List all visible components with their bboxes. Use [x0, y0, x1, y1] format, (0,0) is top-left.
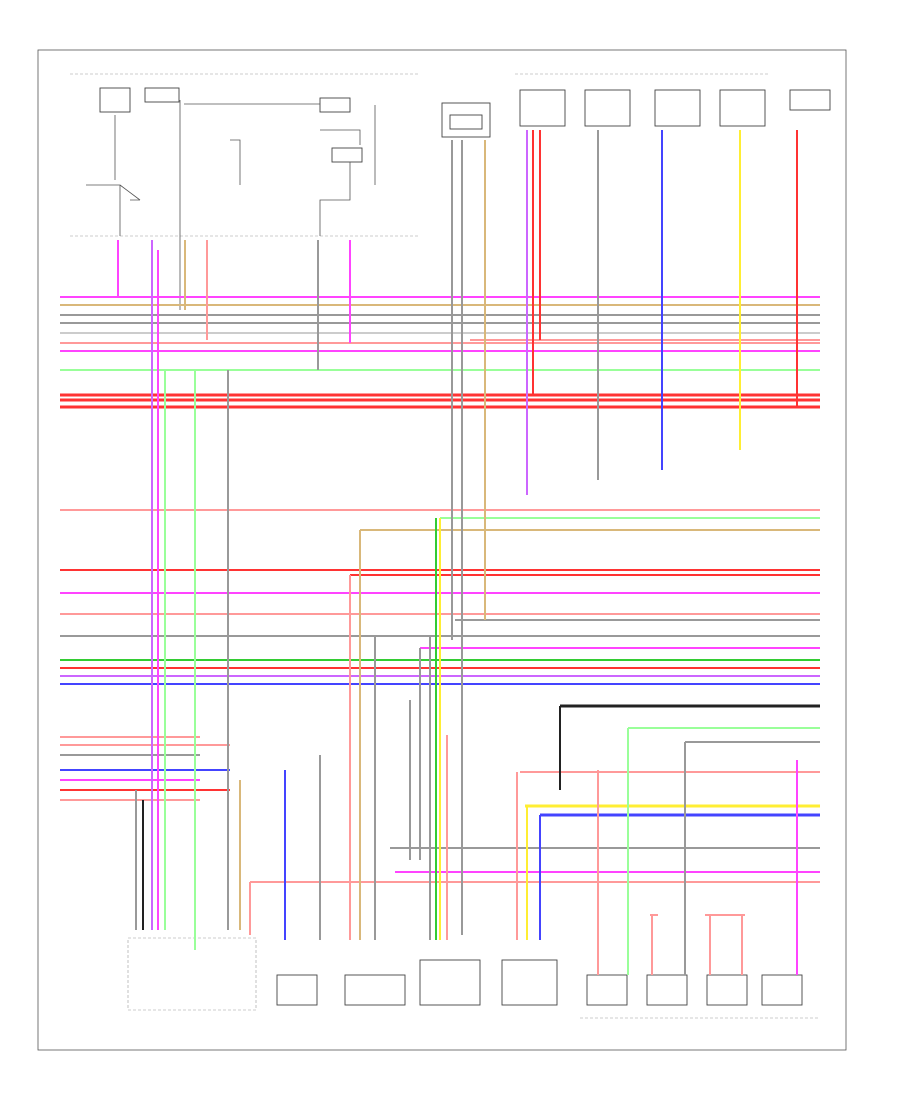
module-a [276, 974, 318, 1006]
wire-bus [60, 130, 820, 975]
sensor-5 [789, 89, 831, 111]
diagram-frame [37, 49, 847, 1051]
module-c [419, 959, 481, 1006]
top-right-sensor-group [515, 73, 831, 127]
top-center-relay [441, 102, 491, 138]
sensor-3 [654, 89, 701, 127]
injector-2 [646, 974, 688, 1006]
sensor-4 [719, 89, 766, 127]
top-left-module-region [70, 73, 420, 310]
sensor-1 [519, 89, 566, 127]
injector-3 [706, 974, 748, 1006]
module-b [344, 974, 406, 1006]
park-neutral-switch [127, 937, 257, 1011]
module-d [501, 959, 558, 1006]
injector-4 [761, 974, 803, 1006]
injector-1 [586, 974, 628, 1006]
bottom-component-group [127, 937, 820, 1019]
sensor-2 [584, 89, 631, 127]
